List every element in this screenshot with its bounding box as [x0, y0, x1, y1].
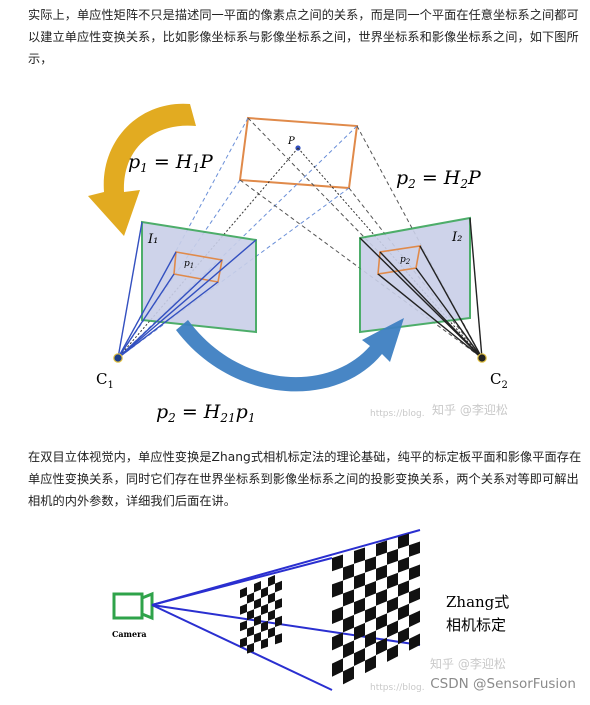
checker-square [332, 632, 343, 651]
csdn-credit: CSDN @SensorFusion [430, 676, 576, 692]
checker-square [247, 592, 254, 604]
checker-square [240, 587, 247, 599]
checker-square [261, 586, 268, 598]
checker-square [387, 572, 398, 590]
zhang-paragraph: 在双目立体视觉内，单应性变换是Zhang式相机标定法的理论基础，纯平的标定板平面… [28, 450, 582, 508]
gold-curved-arrow [88, 103, 196, 237]
label-C1: C1 [96, 370, 114, 391]
checker-square [376, 540, 387, 557]
blue-curved-arrow [176, 318, 404, 392]
camera-centre-C1 [113, 353, 123, 363]
near-checkerboard [240, 575, 282, 654]
intro-paragraph: 实际上，单应性矩阵不只是描述同一平面的像素点之间的关系，而是同一个平面在任意坐标… [28, 8, 579, 66]
equation-p2-H21p1: p2 = H21p1 [156, 401, 255, 425]
checker-square [332, 658, 343, 677]
checker-square [409, 564, 420, 581]
checker-square [275, 580, 282, 593]
far-checkerboard [332, 533, 420, 685]
checker-square [354, 622, 365, 641]
checker-square [365, 655, 376, 674]
checker-square [387, 620, 398, 638]
checker-square [240, 603, 247, 615]
checker-square [261, 638, 268, 649]
checker-square [254, 632, 261, 643]
checker-square [261, 603, 268, 615]
label-I2: I₂ [451, 230, 462, 245]
checker-square [240, 620, 247, 632]
checker-square [409, 633, 420, 651]
equation-p1-H1P: p1 = H1P [128, 151, 214, 175]
checker-square [398, 580, 409, 597]
checker-square [387, 644, 398, 662]
checker-square [376, 637, 387, 656]
checker-square [240, 637, 247, 648]
checker-square [398, 533, 409, 549]
checker-square [387, 596, 398, 614]
checker-square [343, 589, 354, 607]
label-C2: C2 [490, 370, 508, 391]
watermark-zhihu-1: 知乎 @李迎松 [432, 402, 508, 417]
watermark-blog-2: https://blog. [370, 683, 425, 693]
checker-square [365, 630, 376, 648]
checker-square [409, 541, 420, 557]
zhang-title-line2: 相机标定 [446, 616, 506, 634]
checker-square [354, 648, 365, 666]
camera-centre-C2 [477, 353, 487, 363]
label-I1: I₁ [147, 232, 158, 247]
checker-square [261, 620, 268, 632]
label-p2: p2 [400, 255, 411, 266]
checker-square [254, 615, 261, 627]
equation-p2-H2P: p2 = H2P [396, 167, 482, 191]
checker-square [332, 580, 343, 598]
checker-square [376, 589, 387, 606]
zhang-title-line1: Zhang式 [446, 593, 509, 611]
checker-square [247, 626, 254, 637]
watermark-zhihu-2: 知乎 @李迎松 [430, 656, 506, 671]
checker-square [343, 640, 354, 659]
checker-square [398, 603, 409, 621]
checker-square [268, 592, 275, 604]
checker-square [247, 609, 254, 621]
checker-square [398, 627, 409, 645]
checker-square [398, 556, 409, 573]
checker-square [268, 575, 275, 587]
checker-square [365, 581, 376, 598]
checker-square [376, 564, 387, 582]
checker-square [254, 581, 261, 593]
checker-square [268, 609, 275, 621]
checker-square [387, 548, 398, 565]
checker-square [247, 642, 254, 654]
checker-square [354, 547, 365, 564]
checker-square [343, 563, 354, 581]
checker-square [254, 598, 261, 610]
checker-square [343, 614, 354, 633]
watermark-blog-1: https://blog. [370, 409, 425, 419]
checker-square [354, 597, 365, 615]
camera-rays-left [117, 221, 257, 359]
checker-square [409, 587, 420, 604]
camera-rays-right [359, 217, 483, 359]
label-P: P [287, 136, 295, 147]
checker-square [275, 633, 282, 645]
label-p1: p1 [184, 259, 194, 270]
camera-label: Camera [112, 629, 147, 639]
checker-square [332, 606, 343, 624]
camera-icon [112, 591, 154, 621]
checker-square [332, 554, 343, 572]
checker-square [343, 665, 354, 685]
checker-square [365, 605, 376, 623]
image-plane-I1 [141, 220, 257, 334]
checker-square [376, 613, 387, 631]
checker-square [275, 598, 282, 610]
checker-square [409, 610, 420, 628]
checker-square [354, 572, 365, 590]
checker-square [365, 556, 376, 573]
checker-square [275, 615, 282, 627]
checker-square [268, 627, 275, 639]
homography-figure: P I₁ p1 I₂ p2 C1 [88, 103, 508, 425]
